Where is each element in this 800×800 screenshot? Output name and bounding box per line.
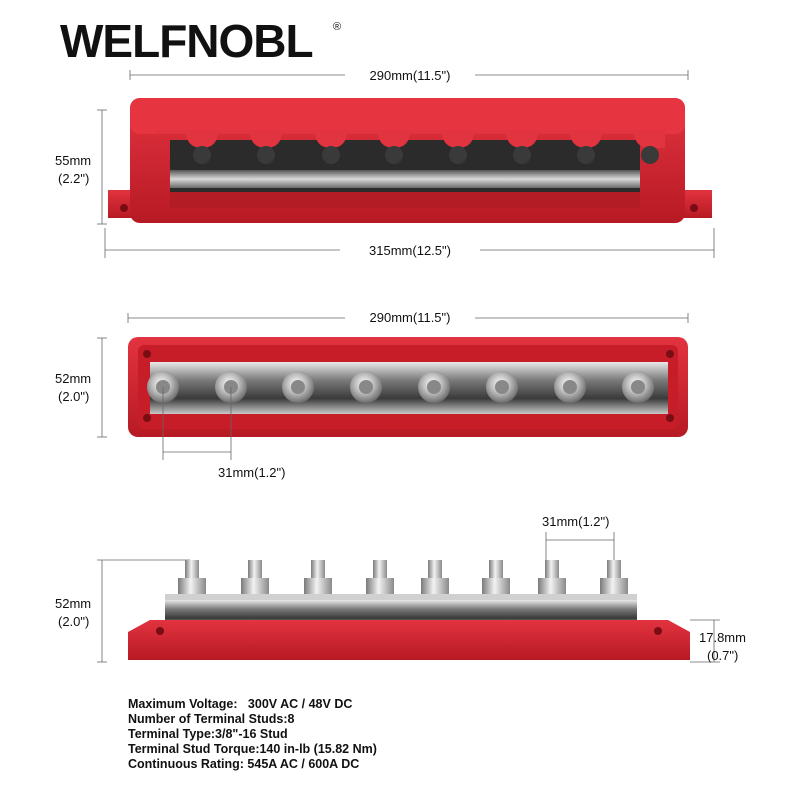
front-studs xyxy=(147,371,654,403)
top-height-mm: 55mm xyxy=(55,153,91,168)
front-height-mm: 52mm xyxy=(55,371,91,386)
spec-stud-torque: Terminal Stud Torque:140 in-lb (15.82 Nm… xyxy=(128,742,377,756)
side-base-mm: 17.8mm xyxy=(699,630,746,645)
spec-list: Maximum Voltage: 300V AC / 48V DC Number… xyxy=(128,697,377,772)
side-studs xyxy=(178,560,628,594)
side-stud-spacing-label: 31mm(1.2") xyxy=(542,514,609,529)
registered-mark: ® xyxy=(333,21,341,33)
side-base-in: (0.7") xyxy=(707,648,738,663)
top-width-inner-label: 290mm(11.5") xyxy=(370,68,451,83)
brand-name: WELFNOBL xyxy=(60,15,313,67)
top-height-in: (2.2") xyxy=(58,171,89,186)
front-height-in: (2.0") xyxy=(58,389,89,404)
top-view: 290mm(11.5") 55mm (2.2") 315mm(1 xyxy=(55,65,715,258)
side-height-in: (2.0") xyxy=(58,614,89,629)
spec-max-voltage: Maximum Voltage: 300V AC / 48V DC xyxy=(128,697,353,711)
front-width-inner-label: 290mm(11.5") xyxy=(370,310,451,325)
front-view: 290mm(11.5") 52mm (2.0") 31mm(1.2") xyxy=(55,308,689,480)
front-stud-spacing-label: 31mm(1.2") xyxy=(218,465,285,480)
spec-terminal-type: Terminal Type:3/8"-16 Stud xyxy=(128,727,288,741)
side-height-mm: 52mm xyxy=(55,596,91,611)
top-width-outer-label: 315mm(12.5") xyxy=(369,243,451,258)
side-view: 31mm(1.2") 52mm (2.0") 17.8mm (0. xyxy=(55,514,746,663)
spec-terminal-studs: Number of Terminal Studs:8 xyxy=(128,712,295,726)
brand-logo: WELFNOBL ® xyxy=(60,15,341,67)
spec-continuous-rating: Continuous Rating: 545A AC / 600A DC xyxy=(128,757,360,771)
